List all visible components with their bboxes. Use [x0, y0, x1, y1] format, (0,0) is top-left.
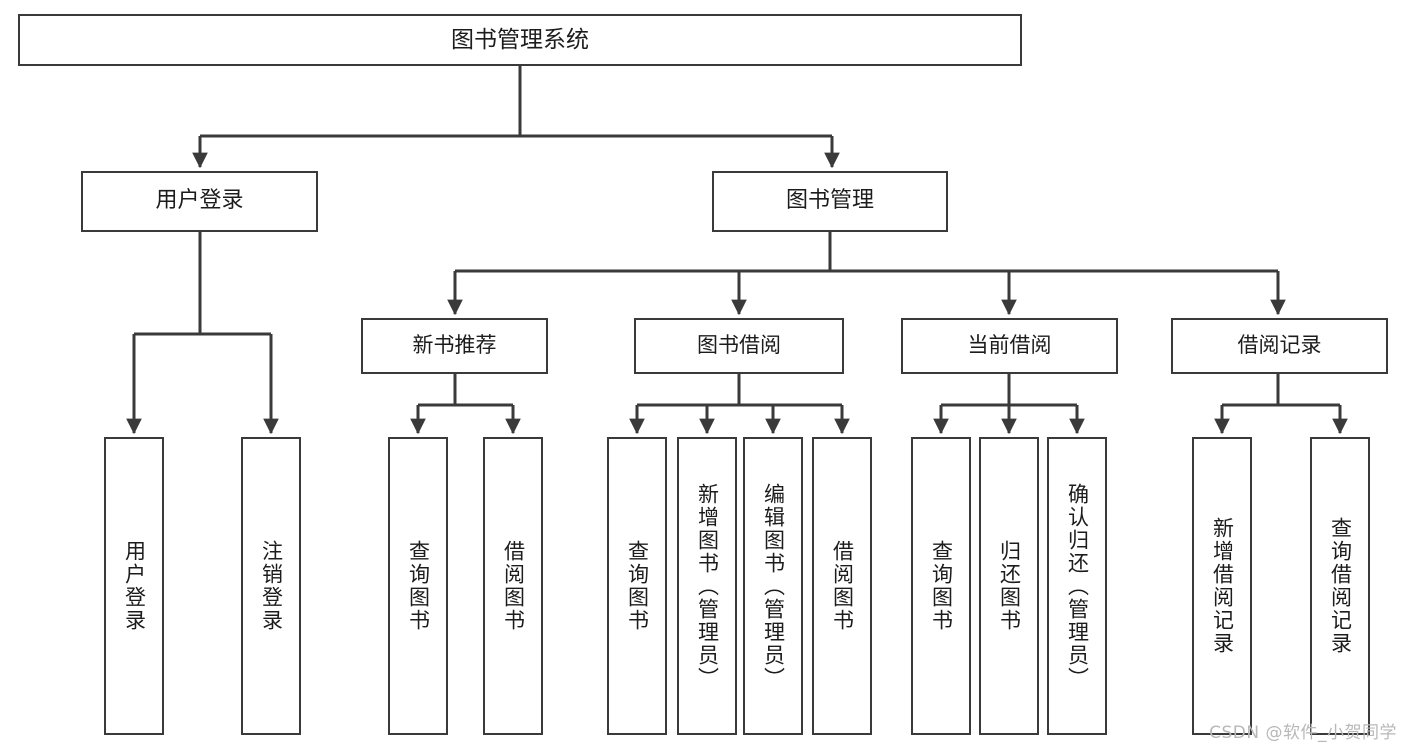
leaf-edit-book-admin[interactable]: 编辑图书（管理员）: [743, 437, 803, 735]
node-current-borrow[interactable]: 当前借阅: [901, 318, 1118, 374]
leaf-query-book-borrow[interactable]: 查询图书: [607, 437, 667, 735]
leaf-borrow-book[interactable]: 借阅图书: [812, 437, 872, 735]
leaf-confirm-return-admin[interactable]: 确认归还（管理员）: [1047, 437, 1107, 735]
leaf-user-login[interactable]: 用户登录: [104, 437, 164, 735]
node-new-book-recommend[interactable]: 新书推荐: [361, 318, 548, 374]
leaf-query-borrow-record[interactable]: 查询借阅记录: [1310, 437, 1370, 735]
leaf-add-book-admin[interactable]: 新增图书（管理员）: [677, 437, 737, 735]
node-book-borrow[interactable]: 图书借阅: [634, 318, 844, 374]
leaf-query-book-current[interactable]: 查询图书: [911, 437, 971, 735]
leaf-user-logout[interactable]: 注销登录: [241, 437, 301, 735]
node-user-login[interactable]: 用户登录: [81, 171, 318, 232]
leaf-return-book[interactable]: 归还图书: [979, 437, 1039, 735]
node-root-system[interactable]: 图书管理系统: [18, 14, 1022, 66]
node-book-management[interactable]: 图书管理: [712, 171, 948, 232]
csdn-watermark: CSDN @软件_小贺同学: [1209, 723, 1397, 743]
leaf-add-borrow-record[interactable]: 新增借阅记录: [1192, 437, 1252, 735]
leaf-query-book-recommend[interactable]: 查询图书: [388, 437, 448, 735]
leaf-borrow-book-recommend[interactable]: 借阅图书: [483, 437, 543, 735]
node-borrow-record[interactable]: 借阅记录: [1171, 318, 1388, 374]
